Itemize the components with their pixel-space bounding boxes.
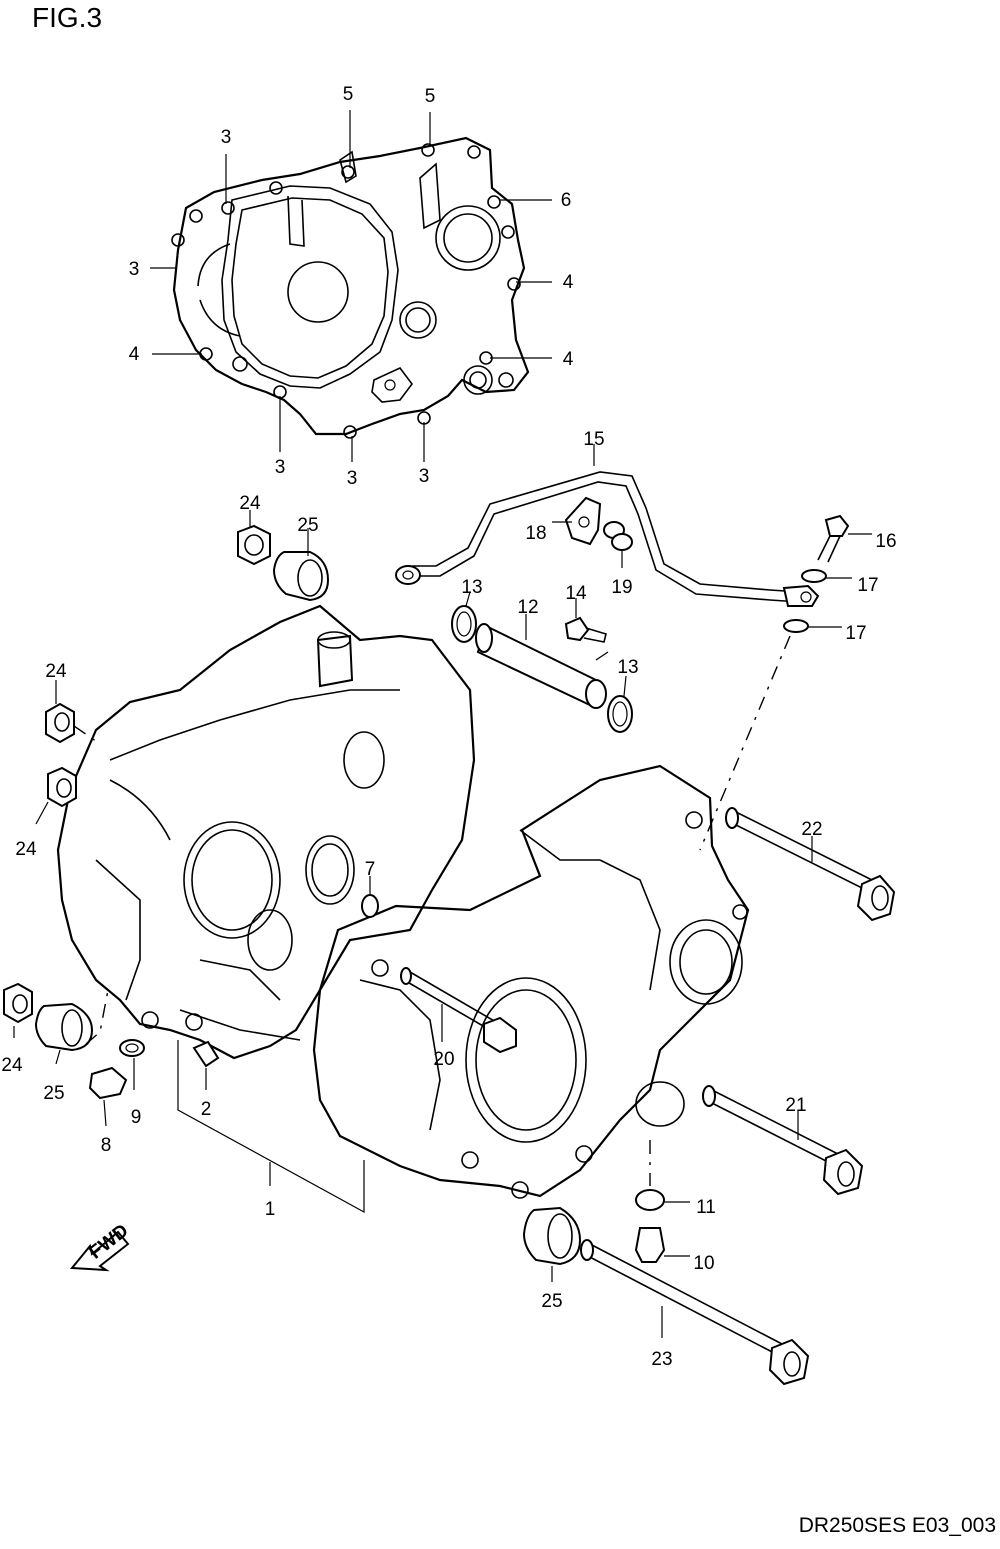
part-callout-12: 24	[45, 661, 67, 682]
nut-24-left-2	[35, 766, 77, 825]
bolt-21	[702, 1085, 864, 1196]
part-callout-20: 2	[201, 1099, 212, 1120]
part-callout-9: 12	[517, 597, 538, 618]
bolt-14	[564, 598, 607, 643]
diagram-code: DR250SES E03_003	[798, 1514, 996, 1537]
part-callout-5: 17	[845, 623, 866, 644]
part-callout-11: 13	[617, 657, 638, 678]
nut-24-bottom	[3, 982, 33, 1038]
alignment-line-17	[699, 635, 791, 851]
part-callout-17: 25	[43, 1083, 64, 1104]
nut-24-left-1	[45, 680, 101, 745]
part-callout-2: 19	[611, 577, 632, 598]
gasket-callout-9: 3	[347, 468, 358, 489]
nut-24-top	[237, 510, 271, 566]
bolt-23	[580, 1239, 810, 1386]
bolt-20	[400, 967, 517, 1054]
gasket-19	[603, 521, 633, 551]
union-bolt-18	[564, 496, 602, 546]
part-callout-18: 9	[131, 1107, 142, 1128]
dowel-pin-2	[192, 1040, 220, 1090]
part-callout-0: 15	[583, 429, 604, 450]
oil-pipe	[395, 471, 820, 607]
bolt-10	[634, 1227, 690, 1263]
part-callout-23: 21	[785, 1095, 806, 1116]
figure-title: FIG.3	[32, 2, 103, 33]
part-callout-4: 17	[857, 575, 878, 596]
part-callout-1: 18	[525, 523, 546, 544]
pipe-12	[475, 614, 607, 709]
gasket-callout-5: 3	[275, 457, 286, 478]
part-callout-27: 23	[651, 1349, 672, 1370]
part-callout-22: 1	[265, 1199, 276, 1220]
callout-bracket-1	[177, 1040, 365, 1214]
gasket-leaders	[150, 110, 552, 462]
part-callout-10: 14	[565, 583, 587, 604]
part-callout-6: 24	[239, 493, 261, 514]
bolt-16	[817, 514, 872, 563]
gasket-callout-0: 3	[221, 127, 232, 148]
part-callout-13: 24	[15, 839, 37, 860]
collar-25-left	[34, 989, 109, 1065]
washer-17-upper	[801, 569, 852, 583]
gasket-callout-6: 4	[563, 272, 574, 293]
gasket-callout-8: 4	[563, 349, 574, 370]
part-callout-21: 20	[433, 1049, 454, 1070]
crankcase-assembly	[56, 604, 750, 1199]
part-callout-26: 25	[541, 1291, 562, 1312]
crankcase-gasket	[171, 136, 530, 439]
part-callout-15: 7	[365, 859, 376, 880]
collar-25-top	[272, 528, 330, 602]
part-callout-3: 16	[875, 531, 896, 552]
gasket-callout-7: 4	[129, 344, 140, 365]
part-callout-16: 24	[1, 1055, 23, 1076]
part-callout-8: 13	[461, 577, 482, 598]
part-callout-14: 22	[801, 819, 822, 840]
leader-12b	[595, 651, 609, 661]
gasket-callout-4: 6	[561, 190, 572, 211]
part-callout-7: 25	[297, 515, 318, 536]
gasket-callout-10: 3	[419, 466, 430, 487]
o-ring-13-lower	[607, 675, 633, 733]
collar-25-bottom	[522, 1206, 582, 1282]
drain-bolt-8	[88, 1066, 128, 1127]
part-callout-24: 11	[696, 1197, 716, 1218]
washer-11	[635, 1189, 690, 1211]
fwd-arrow-icon: FWD	[69, 1220, 132, 1272]
gasket-callout-2: 5	[425, 86, 436, 107]
o-ring-7	[361, 876, 379, 918]
bolt-22	[725, 807, 896, 922]
gasket-callout-1: 5	[343, 84, 354, 105]
gasket-callout-3: 3	[129, 259, 140, 280]
o-ring-13-upper	[451, 591, 477, 643]
washer-9	[119, 1039, 145, 1090]
part-callout-25: 10	[693, 1253, 714, 1274]
part-callout-19: 8	[101, 1135, 112, 1156]
washer-17-lower	[783, 619, 842, 633]
